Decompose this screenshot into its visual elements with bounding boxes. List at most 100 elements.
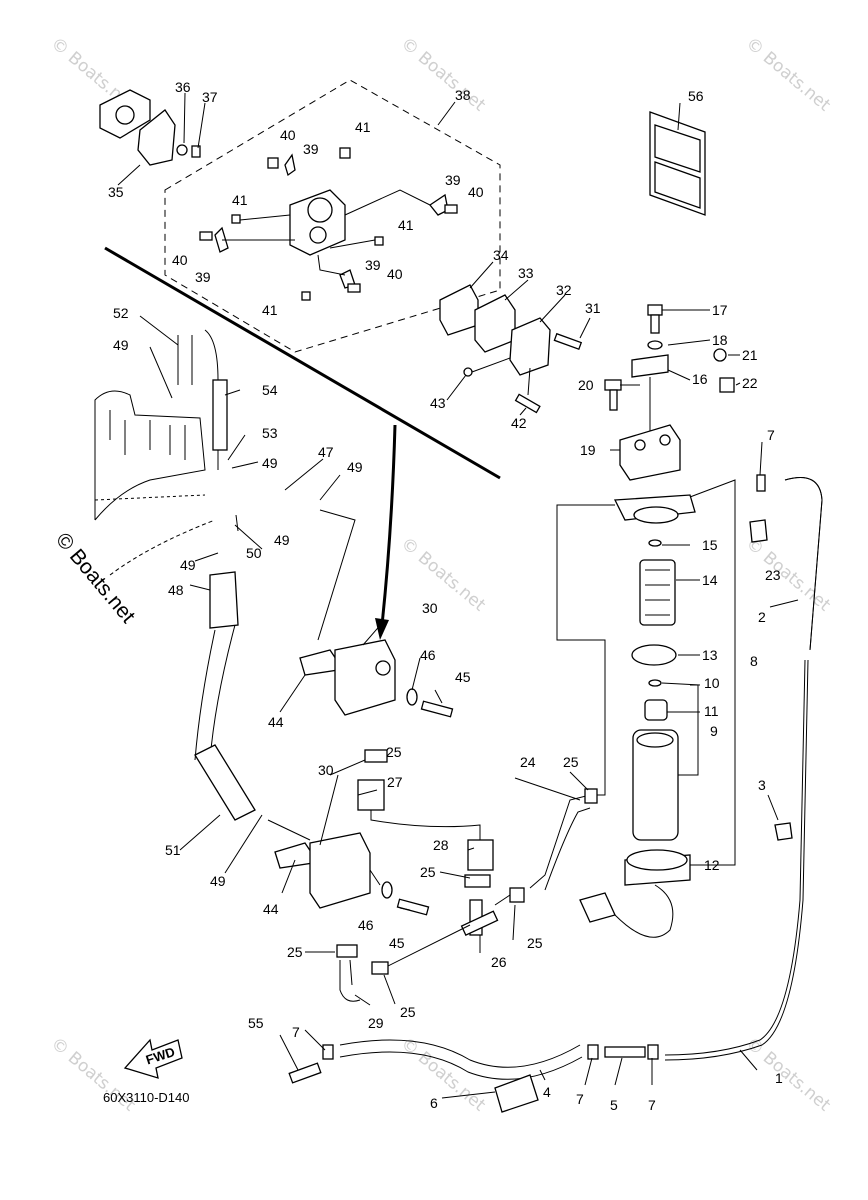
callout-49: 49 <box>274 532 290 548</box>
diagram-code: 60X3110-D140 <box>103 1090 190 1105</box>
callout-7: 7 <box>292 1024 300 1040</box>
callout-30: 30 <box>318 762 334 778</box>
callout-22: 22 <box>742 375 758 391</box>
callout-32: 32 <box>556 282 572 298</box>
arrow-to-pump <box>380 424 397 626</box>
engine-block <box>94 390 216 576</box>
callout-25: 25 <box>400 1004 416 1020</box>
callout-7: 7 <box>767 427 775 443</box>
part-56-tag <box>649 102 706 216</box>
callout-6: 6 <box>430 1095 438 1111</box>
callout-18: 18 <box>712 332 728 348</box>
callout-1: 1 <box>775 1070 783 1086</box>
callout-13: 13 <box>702 647 718 663</box>
callout-53: 53 <box>262 425 278 441</box>
callout-25: 25 <box>287 944 303 960</box>
callout-40: 40 <box>280 127 296 143</box>
callout-14: 14 <box>702 572 718 588</box>
watermark-side: © Boats.net <box>51 528 139 627</box>
callout-33: 33 <box>518 265 534 281</box>
tee-and-hose-24 <box>371 788 598 975</box>
watermark: © Boats.net <box>742 1034 835 1116</box>
callout-16: 16 <box>692 371 708 387</box>
callout-9: 9 <box>710 723 718 739</box>
callout-25: 25 <box>527 935 543 951</box>
callout-26: 26 <box>491 954 507 970</box>
assembly-38-outline <box>164 79 501 353</box>
callout-19: 19 <box>580 442 596 458</box>
callout-23: 23 <box>765 567 781 583</box>
fuel-pump-lower <box>267 819 430 1002</box>
part-38-pump <box>199 147 458 301</box>
callout-3: 3 <box>758 777 766 793</box>
callout-50: 50 <box>246 545 262 561</box>
callout-38: 38 <box>455 87 471 103</box>
callout-15: 15 <box>702 537 718 553</box>
callout-39: 39 <box>195 269 211 285</box>
callout-35: 35 <box>108 184 124 200</box>
callout-49: 49 <box>113 337 129 353</box>
callout-4: 4 <box>543 1084 551 1100</box>
hoses-left <box>177 329 256 821</box>
callout-49: 49 <box>180 557 196 573</box>
callout-56: 56 <box>688 88 704 104</box>
callout-45: 45 <box>389 935 405 951</box>
hose-2-and-1 <box>664 477 823 1061</box>
fuel-pump-upper <box>299 509 494 888</box>
callout-55: 55 <box>248 1015 264 1031</box>
callout-27: 27 <box>387 774 403 790</box>
callout-7: 7 <box>648 1097 656 1113</box>
callout-44: 44 <box>268 714 284 730</box>
callout-10: 10 <box>704 675 720 691</box>
parts-16-23 <box>604 304 768 543</box>
callout-25: 25 <box>386 744 402 760</box>
callout-8: 8 <box>750 653 758 669</box>
filter-assembly <box>579 494 696 938</box>
callout-2: 2 <box>758 609 766 625</box>
watermark: © Boats.net <box>742 534 835 616</box>
callout-47: 47 <box>318 444 334 460</box>
callout-7: 7 <box>576 1091 584 1107</box>
callout-31: 31 <box>585 300 601 316</box>
callout-40: 40 <box>387 266 403 282</box>
callout-49: 49 <box>262 455 278 471</box>
callout-36: 36 <box>175 79 191 95</box>
callout-11: 11 <box>704 703 719 719</box>
callout-5: 5 <box>610 1097 618 1113</box>
callout-48: 48 <box>168 582 184 598</box>
callout-41: 41 <box>262 302 278 318</box>
callout-17: 17 <box>712 302 728 318</box>
callout-30: 30 <box>422 600 438 616</box>
watermark: © Boats.net <box>397 534 490 616</box>
bottom-hose <box>288 1039 659 1113</box>
callout-43: 43 <box>430 395 446 411</box>
callout-49: 49 <box>210 873 226 889</box>
callout-41: 41 <box>398 217 414 233</box>
callout-25: 25 <box>420 864 436 880</box>
callout-39: 39 <box>445 172 461 188</box>
part-35-flange <box>99 89 201 166</box>
callout-46: 46 <box>358 917 374 933</box>
callout-52: 52 <box>113 305 129 321</box>
callout-41: 41 <box>355 119 371 135</box>
callout-28: 28 <box>433 837 449 853</box>
callout-39: 39 <box>365 257 381 273</box>
callout-37: 37 <box>202 89 218 105</box>
watermark: © Boats.net <box>397 34 490 116</box>
callout-41: 41 <box>232 192 248 208</box>
callout-24: 24 <box>520 754 536 770</box>
callout-46: 46 <box>420 647 436 663</box>
callout-21: 21 <box>742 347 758 363</box>
callout-34: 34 <box>493 247 509 263</box>
callout-54: 54 <box>262 382 278 398</box>
callout-25: 25 <box>563 754 579 770</box>
callout-40: 40 <box>468 184 484 200</box>
fwd-arrow-icon: FWD <box>123 1038 183 1079</box>
arrow-head <box>375 618 389 640</box>
section-divider <box>104 246 501 480</box>
callout-12: 12 <box>704 857 720 873</box>
watermark: © Boats.net <box>742 34 835 116</box>
callout-44: 44 <box>263 901 279 917</box>
callout-39: 39 <box>303 141 319 157</box>
